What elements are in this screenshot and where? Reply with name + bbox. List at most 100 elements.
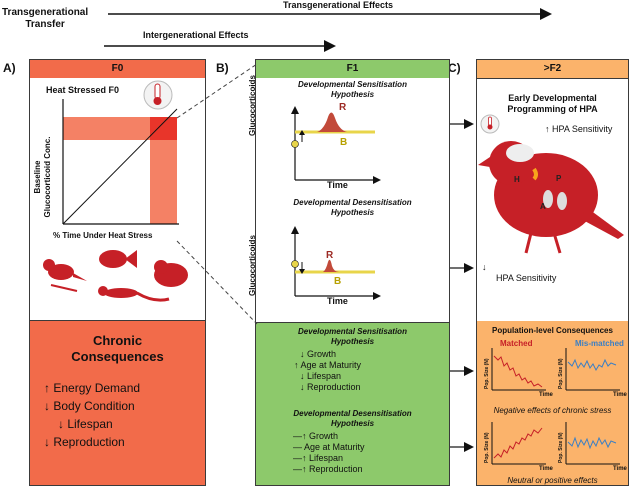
transfer-label-line2: Transfer (25, 19, 65, 30)
consequence-list: ↑ Energy Demand ↓ Body Condition ↓ Lifes… (44, 379, 140, 451)
heat-stress-plot (62, 80, 179, 225)
pop-xlabel-4: Time (613, 466, 627, 472)
desens-xlabel: Time (327, 296, 348, 306)
desens-b-label: B (334, 276, 342, 287)
sens-item: ↓ Lifespan (300, 371, 361, 382)
desens-title-line2: Hypothesis (330, 208, 375, 217)
desens-r-label: R (326, 250, 334, 261)
pop-ylabel-3: Pop. Size (N) (484, 432, 490, 463)
transfer-label-line1: Transgenerational (2, 7, 89, 18)
bottom-desens-title: Developmental Desensitisation Hypothesis (255, 409, 450, 429)
transgenerational-effects-label: Transgenerational Effects (283, 0, 394, 10)
panel-letter-b: B) (216, 61, 229, 75)
organ-a-label: A (540, 202, 546, 211)
panel-f0-header: F0 (30, 60, 205, 78)
desensitisation-plot (291, 226, 381, 300)
arrow-icon: ↑ (44, 381, 50, 395)
pop-ylabel-4: Pop. Size (N) (558, 432, 564, 463)
organ-p-label: P (556, 174, 562, 183)
consequence-label: Reproduction (53, 435, 125, 449)
sens-b-label: B (340, 137, 348, 148)
bottom-sens-title: Developmental Sensitisation Hypothesis (255, 327, 450, 347)
lizard-silhouette (98, 286, 170, 302)
desens-item: —↑ Lifespan (293, 453, 365, 464)
desens-item: — Age at Maturity (293, 442, 365, 453)
desens-item: —↑ Growth (293, 431, 365, 442)
desens-title-line1: Developmental Desensitisation (293, 198, 412, 207)
bird-silhouette (43, 259, 87, 292)
pop-title: Population-level Consequences (492, 326, 613, 335)
intergenerational-effects-label: Intergenerational Effects (143, 30, 249, 40)
desensitisation-title: Developmental Desensitisation Hypothesis (255, 198, 450, 218)
item-label: Lifespan (309, 453, 344, 463)
positive-caption: Neutral or positive effects (507, 476, 598, 485)
arrow-icon: —↑ (293, 431, 307, 441)
consequence-label: Energy Demand (53, 381, 141, 395)
thermometer-icon (480, 114, 500, 134)
item-label: Reproduction (307, 382, 361, 392)
plot-mismatched-positive (565, 422, 620, 465)
item-label: Reproduction (309, 464, 363, 474)
bird-illustration (478, 141, 624, 254)
sens-item: ↑ Age at Maturity (294, 360, 361, 371)
consequence-item: ↓ Body Condition (44, 397, 140, 415)
panel-letter-a: A) (3, 61, 16, 75)
f1-consequences-box (256, 322, 449, 485)
panel-f0: F0 Chronic Consequences ↑ Energy Demand … (29, 59, 206, 486)
sens-title-line1: Developmental Sensitisation (298, 80, 407, 89)
item-label: Age at Maturity (300, 360, 362, 370)
chronic-title-line2: Consequences (71, 349, 164, 364)
item-label: Growth (309, 431, 339, 441)
item-label: Growth (307, 349, 337, 359)
sens-item: ↓ Growth (300, 349, 361, 360)
desens-items-list: —↑ Growth — Age at Maturity —↑ Lifespan … (293, 431, 365, 475)
panel-letter-c: C) (448, 61, 461, 75)
organ-h-label: H (514, 175, 520, 184)
pop-xlabel-2: Time (613, 392, 627, 398)
consequence-label: Lifespan (67, 417, 113, 431)
plot-a-xlabel: % Time Under Heat Stress (53, 231, 153, 240)
bottom-sens-title-line2: Hypothesis (330, 337, 375, 346)
chronic-title-line1: Chronic (92, 333, 143, 348)
sens-items-list: ↓ Growth ↑ Age at Maturity ↓ Lifespan ↓ … (294, 349, 361, 393)
desens-item: —↑ Reproduction (293, 464, 365, 475)
animal-silhouettes (43, 250, 188, 302)
matched-label: Matched (500, 339, 533, 348)
population-plots (491, 348, 620, 465)
panel-f1: F1 (255, 59, 450, 486)
sens-item: ↓ Reproduction (300, 382, 361, 393)
arrow-icon: ↓ (300, 371, 305, 381)
panel-f1-header: F1 (256, 60, 449, 78)
transgenerational-arrow (104, 8, 552, 52)
panel-f2-header: >F2 (477, 60, 628, 79)
hpa-down-label: ↓ HPA Sensitivity (482, 262, 556, 284)
hpa-down-text: HPA Sensitivity (496, 273, 557, 283)
pop-xlabel-1: Time (539, 392, 553, 398)
f2-title-line2: Programming of HPA (507, 104, 598, 114)
chronic-title: Chronic Consequences (30, 333, 205, 365)
pop-ylabel-2: Pop. Size (N) (558, 358, 564, 389)
sens-xlabel: Time (327, 180, 348, 190)
arrow-icon: ↓ (300, 349, 305, 359)
f2-title: Early Developmental Programming of HPA (476, 93, 629, 115)
f2-title-line1: Early Developmental (508, 93, 597, 103)
frog-silhouette (154, 260, 188, 287)
consequence-item: ↑ Energy Demand (44, 379, 140, 397)
arrow-icon: — (293, 442, 302, 452)
item-label: Age at Maturity (304, 442, 365, 452)
arrow-icon: ↓ (58, 417, 64, 431)
bottom-sens-title-line1: Developmental Sensitisation (298, 327, 407, 336)
chronic-consequences-box: Chronic Consequences ↑ Energy Demand ↓ B… (30, 320, 205, 485)
arrow-icon: ↑ (294, 360, 299, 370)
plot-matched-negative (491, 348, 546, 391)
fish-silhouette (99, 250, 137, 268)
arrow-up-icon: ↑ (545, 124, 550, 134)
bottom-desens-title-line2: Hypothesis (330, 419, 375, 428)
bottom-desens-title-line1: Developmental Desensitisation (293, 409, 412, 418)
item-label: Lifespan (307, 371, 342, 381)
sens-r-label: R (339, 102, 347, 113)
consequence-item: ↓ Reproduction (44, 433, 140, 451)
plot-matched-positive (491, 422, 546, 465)
